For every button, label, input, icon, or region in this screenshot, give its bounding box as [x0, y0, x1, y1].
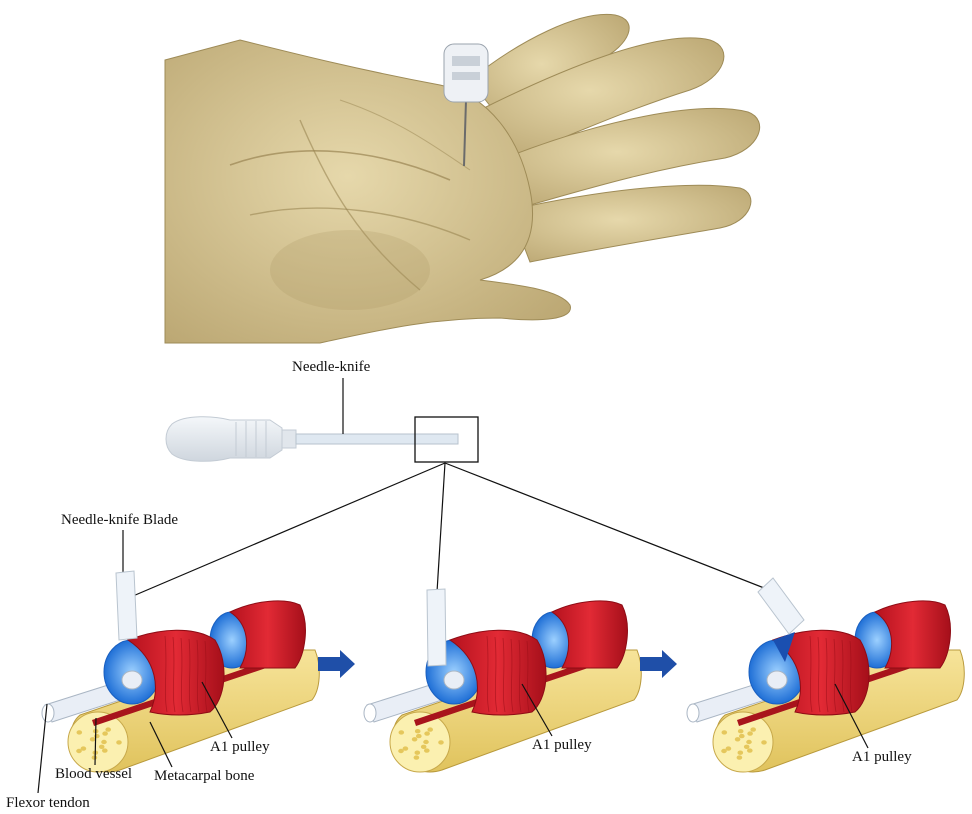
a1-pulley — [448, 629, 547, 716]
blood-vessel-label: Blood vessel — [55, 766, 132, 782]
needle-knife-blade-3 — [757, 577, 805, 635]
distal-pulley — [550, 600, 628, 669]
a1-pulley — [771, 629, 870, 716]
a1-pulley-label-1: A1 pulley — [210, 739, 270, 755]
a1-pulley-label-3: A1 pulley — [852, 749, 912, 765]
a1-pulley — [126, 629, 225, 716]
flexor-tendon-label: Flexor tendon — [6, 795, 90, 811]
pulley-panel-1 — [41, 600, 320, 773]
needle-knife-blade-1 — [115, 570, 138, 641]
bone-end — [67, 711, 129, 773]
arrow-right-icon — [640, 650, 677, 678]
needle-knife-icon — [165, 416, 459, 462]
hand-photo — [164, 13, 760, 344]
bone-end — [712, 711, 774, 773]
a1-pulley-label-2: A1 pulley — [532, 737, 592, 753]
needle-knife-blade-label: Needle-knife Blade — [61, 512, 178, 528]
needle-knife-label: Needle-knife — [292, 359, 371, 375]
metacarpal-bone-label: Metacarpal bone — [154, 768, 255, 784]
zoom-box — [414, 416, 479, 463]
pulley-panel-2 — [363, 600, 642, 773]
arrow-right-icon — [318, 650, 355, 678]
distal-pulley — [228, 600, 306, 669]
a1-pulley-cut — [773, 632, 795, 662]
pulley-panel-3 — [686, 600, 965, 773]
bone-end — [389, 711, 451, 773]
needle-knife-blade-2 — [426, 588, 447, 667]
distal-pulley — [873, 600, 951, 669]
